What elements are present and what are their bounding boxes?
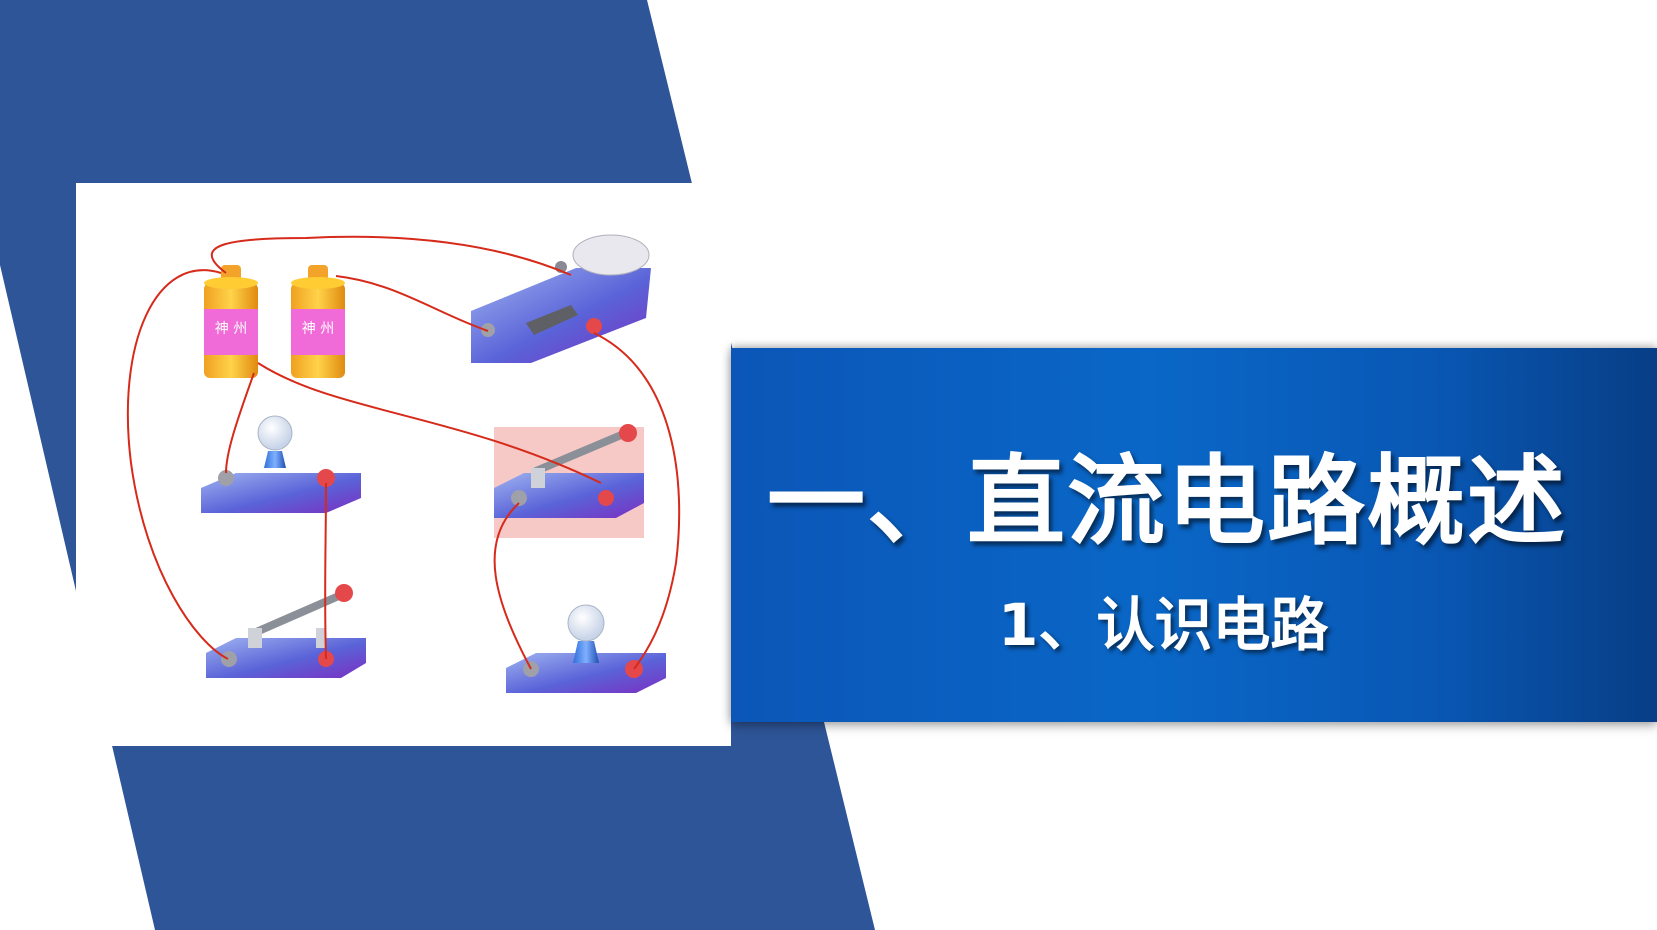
battery-right-label: 神 州 (302, 321, 334, 337)
battery-left: 神 州 (204, 265, 258, 378)
circuit-wires (126, 235, 681, 670)
knife-switch-left (206, 584, 366, 678)
slide-subtitle: 1、认识电路 (998, 591, 1329, 659)
circuit-illustration: 神 州 神 州 (76, 183, 731, 746)
knife-switch-right (494, 424, 644, 538)
bulb-on-base-left (201, 415, 361, 513)
title-banner: 一、直流电路概述 1、认识电路 (731, 348, 1657, 722)
bulb-on-base-right (506, 604, 666, 693)
battery-left-label: 神 州 (215, 321, 247, 337)
bell-on-base (471, 234, 651, 363)
battery-right: 神 州 (291, 265, 345, 378)
slide-title: 一、直流电路概述 (767, 445, 1568, 559)
